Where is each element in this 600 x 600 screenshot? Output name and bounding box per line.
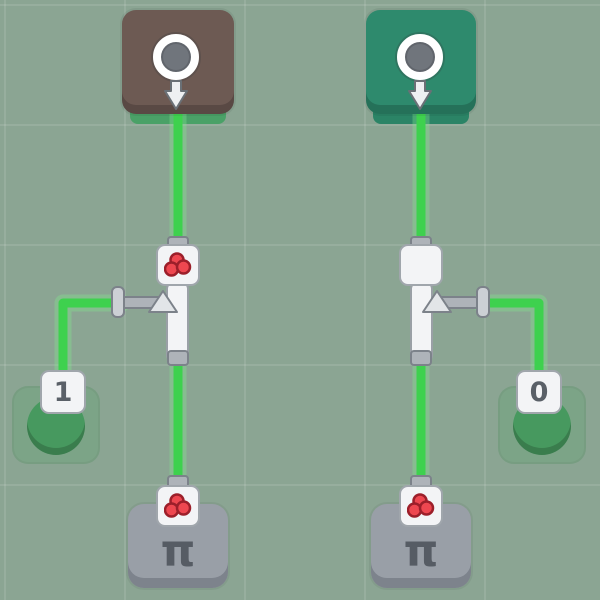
cherries-icon — [407, 493, 435, 518]
checker-chip-cherries[interactable] — [156, 244, 200, 286]
wire-segment-left-side — [58, 298, 127, 381]
valve-handle-left[interactable] — [111, 286, 125, 318]
arrow-up-icon — [422, 290, 452, 313]
cherries-icon — [164, 493, 192, 518]
bit-value-tile-right[interactable]: 0 — [516, 370, 562, 414]
wire-connector — [167, 350, 189, 366]
lamp-icon — [153, 34, 199, 80]
arrow-up-icon — [148, 290, 178, 313]
checker-chip-blank[interactable] — [399, 244, 443, 286]
lamp-stem-icon — [408, 80, 432, 110]
cherries-icon — [164, 252, 192, 277]
wire-segment-right-side — [475, 298, 544, 381]
bit-value-tile-left[interactable]: 1 — [40, 370, 86, 414]
valve-handle-right[interactable] — [476, 286, 490, 318]
checker-chip-cherries[interactable] — [156, 485, 200, 527]
lamp-stem-icon — [164, 80, 188, 110]
pi-symbol: π — [160, 526, 196, 577]
pi-source-left[interactable]: π — [128, 504, 228, 588]
wire-connector — [410, 350, 432, 366]
checker-chip-cherries[interactable] — [399, 485, 443, 527]
output-box-right — [366, 10, 476, 114]
lamp-icon — [397, 34, 443, 80]
pi-symbol: π — [403, 526, 439, 577]
output-box-left — [122, 10, 234, 114]
